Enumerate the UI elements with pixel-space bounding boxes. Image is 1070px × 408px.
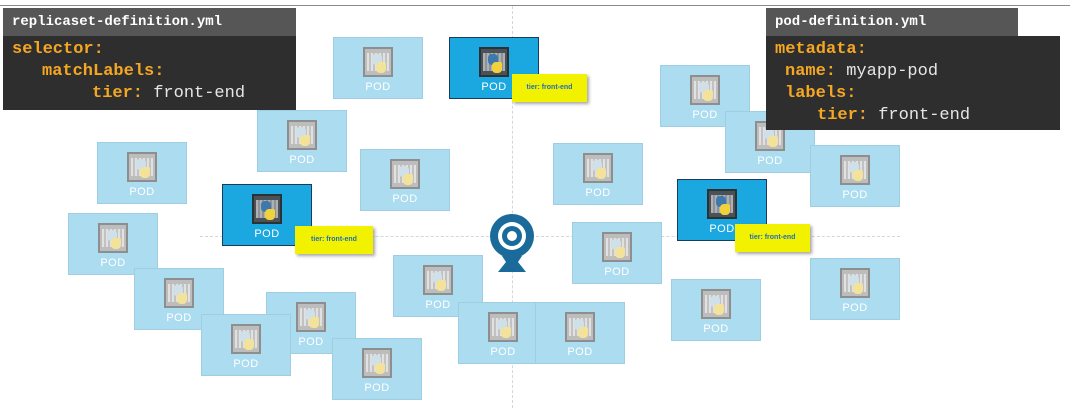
python-container-icon <box>98 223 128 253</box>
replicaset-filename-tab: replicaset-definition.yml <box>3 8 296 36</box>
pod: POD <box>553 143 643 205</box>
yaml-line: matchLabels: <box>42 62 165 81</box>
python-container-icon <box>423 265 453 295</box>
pod-label: POD <box>233 358 259 370</box>
pod-filename-tab: pod-definition.yml <box>766 8 1018 36</box>
python-container-icon <box>583 153 613 183</box>
pod-label: POD <box>842 302 868 314</box>
pod-label: POD <box>709 223 735 235</box>
yaml-line: selector: <box>12 40 104 59</box>
pod-label: POD <box>425 299 451 311</box>
top-divider <box>0 5 1070 6</box>
python-container-icon <box>488 312 518 342</box>
python-container-icon <box>287 120 317 150</box>
pod: POD <box>671 279 761 341</box>
python-container-icon <box>390 159 420 189</box>
pod: POD <box>257 110 347 172</box>
python-container-icon <box>479 47 509 77</box>
tier-label-tag: tier: front-end <box>512 74 587 102</box>
pod-label: POD <box>392 193 418 205</box>
python-container-icon <box>296 302 326 332</box>
pod: POD <box>810 258 900 320</box>
pod: POD <box>333 37 423 99</box>
pod-yaml-body: metadata: name: myapp-pod labels: tier: fro… <box>766 36 1060 130</box>
pod: POD <box>332 338 422 400</box>
pod: POD <box>68 213 158 275</box>
python-container-icon <box>127 152 157 182</box>
python-container-icon <box>362 348 392 378</box>
python-container-icon <box>701 289 731 319</box>
yaml-line: tier: front-end <box>92 84 246 103</box>
python-container-icon <box>602 232 632 262</box>
horizontal-guide <box>200 236 900 237</box>
pod-label: POD <box>298 336 324 348</box>
pod-label: POD <box>490 346 516 358</box>
replicaset-yaml-body: selector: matchLabels: tier: front-end <box>3 36 296 110</box>
pod-label: POD <box>703 323 729 335</box>
python-container-icon <box>707 189 737 219</box>
python-container-icon <box>252 194 282 224</box>
pod: POD <box>360 149 450 211</box>
pod-label: POD <box>692 109 718 121</box>
pod-label: POD <box>129 186 155 198</box>
pod-label: POD <box>604 266 630 278</box>
pod-labeled: POD <box>222 184 312 246</box>
pod: POD <box>572 222 662 284</box>
pod-label: POD <box>365 81 391 93</box>
pod-label: POD <box>585 187 611 199</box>
pod-label: POD <box>757 155 783 167</box>
python-container-icon <box>164 278 194 308</box>
pod: POD <box>458 302 548 364</box>
python-container-icon <box>690 75 720 105</box>
pod-label: POD <box>842 189 868 201</box>
pod-label: POD <box>289 154 315 166</box>
yaml-line: name: myapp-pod <box>785 62 939 81</box>
pod: POD <box>810 145 900 207</box>
tier-label-tag: tier: front-end <box>735 224 810 252</box>
python-container-icon <box>565 312 595 342</box>
vertical-guide <box>512 6 513 408</box>
yaml-line: labels: <box>785 84 857 103</box>
tier-label-tag: tier: front-end <box>295 226 373 254</box>
pod: POD <box>201 314 291 376</box>
pod-label: POD <box>166 312 192 324</box>
yaml-line: tier: front-end <box>817 106 971 125</box>
python-container-icon <box>840 268 870 298</box>
pod-label: POD <box>254 228 280 240</box>
pod-label: POD <box>364 382 390 394</box>
camera-icon <box>490 214 534 272</box>
python-container-icon <box>840 155 870 185</box>
pod: POD <box>535 302 625 364</box>
pod-label: POD <box>481 81 507 93</box>
python-container-icon <box>363 47 393 77</box>
pod-label: POD <box>100 257 126 269</box>
python-container-icon <box>231 324 261 354</box>
yaml-line: metadata: <box>775 40 867 59</box>
pod: POD <box>97 142 187 204</box>
pod: POD <box>660 65 750 127</box>
pod-label: POD <box>567 346 593 358</box>
